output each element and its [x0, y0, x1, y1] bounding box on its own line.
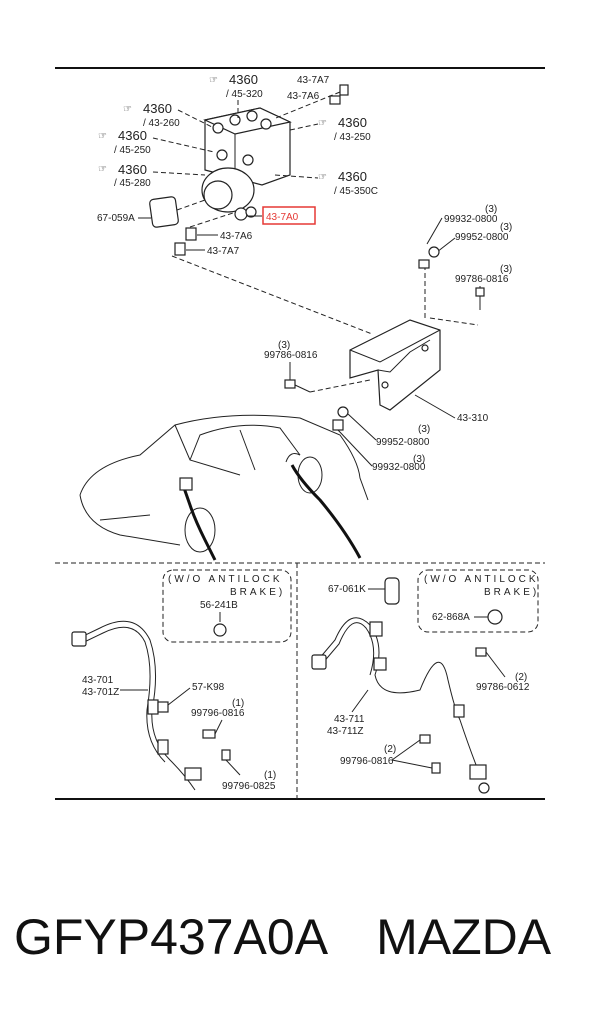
bolt-99786-left: (3) 99786-0816: [264, 340, 371, 393]
label-99932-b-q: (3): [413, 454, 425, 465]
label-99786-0612-q: (2): [515, 672, 527, 683]
label-wo-antilock-right-a: (W/O ANTILOCK: [424, 574, 539, 585]
product-caption: GFYP437A0A MAZDA: [14, 908, 594, 966]
pad-67-059a: 67-059A: [97, 196, 206, 228]
label-56-241b: 56-241B: [200, 600, 238, 611]
svg-text:☞: ☞: [318, 172, 327, 183]
hu-l3-sub: / 45-280: [114, 178, 151, 189]
svg-text:☞: ☞: [209, 75, 218, 86]
sensor-43-701: 43-701 43-701Z 57-K98 (1) 99796-0816 (1)…: [71, 620, 276, 792]
label-99932-top-q: (3): [485, 204, 497, 215]
label-99952-top: 99952-0800: [455, 232, 509, 243]
wo-antilock-box-right: (W/O ANTILOCK BRAKE) 62-868A: [417, 569, 539, 633]
label-99952-b-q: (3): [418, 424, 430, 435]
brand-name: MAZDA: [376, 909, 552, 965]
part-number: GFYP437A0A: [14, 909, 329, 965]
label-99786-l: 99786-0816: [264, 350, 318, 361]
label-99796-l-q: (1): [232, 698, 244, 709]
hu-l2-sub: / 45-250: [114, 145, 151, 156]
label-67-061k: 67-061K: [328, 584, 366, 595]
label-wo-antilock-left-a: (W/O ANTILOCK: [168, 574, 283, 585]
label-62-868a: 62-868A: [432, 612, 470, 623]
label-43-310: 43-310: [457, 413, 489, 424]
label-43-7a6: 43-7A6: [220, 231, 253, 242]
bracket-43-310: 43-310: [349, 265, 489, 424]
label-99796-l: 99796-0816: [191, 708, 245, 719]
svg-text:☞: ☞: [318, 118, 327, 129]
sensor-43-711: 43-711 43-711Z (2) 99786-0612 (2) 99796-…: [311, 617, 530, 794]
label-43-701: 43-701: [82, 675, 114, 686]
label-67-059a: 67-059A: [97, 213, 135, 224]
label-99786-r: 99786-0816: [455, 274, 509, 285]
label-43-7a6-top: 43-7A6: [287, 91, 320, 102]
label-43-7a7: 43-7A7: [207, 246, 240, 257]
hu-top-sub: / 45-320: [226, 89, 263, 100]
label-43-7a0: 43-7A0: [266, 212, 299, 223]
hu-r2-sub: / 45-350C: [334, 186, 378, 197]
wo-antilock-box-left: (W/O ANTILOCK BRAKE) 56-241B: [162, 569, 292, 643]
label-wo-antilock-right-b: BRAKE): [484, 587, 539, 598]
label-99796-0825: 99796-0825: [222, 781, 276, 792]
label-99796-0825-q: (1): [264, 770, 276, 781]
label-99796-r-q: (2): [384, 744, 396, 755]
label-43-711z: 43-711Z: [327, 726, 364, 737]
hu-r1-num: 4360: [338, 115, 367, 130]
hu-l3-num: 4360: [118, 162, 147, 177]
highlighted-part-43-7a0: 43-7A0: [246, 206, 316, 225]
highlight-box: [262, 206, 316, 225]
fitting-43-7a7-top: 43-7A7 43-7A6: [275, 75, 349, 119]
hu-l1-num: 4360: [143, 101, 172, 116]
car-outline: [79, 414, 369, 561]
hu-r1-sub: / 43-250: [334, 132, 371, 143]
label-99952-b: 99952-0800: [376, 437, 430, 448]
hydraulic-unit: [201, 107, 292, 221]
svg-text:☞: ☞: [98, 131, 107, 142]
hardware-bottom-right: (3) 99952-0800 (3) 99932-0800: [332, 406, 430, 473]
fittings-43-7a6-43-7a7: 43-7A6 43-7A7: [171, 211, 373, 335]
label-99932-top: 99932-0800: [444, 214, 498, 225]
label-99932-b: 99932-0800: [372, 462, 426, 473]
hardware-top-right: (3) 99932-0800 (3) 99952-0800 (3) 99786-…: [418, 204, 512, 310]
svg-text:☞: ☞: [98, 164, 107, 175]
hu-l1-sub: / 43-260: [143, 118, 180, 129]
label-99952-top-q: (3): [500, 222, 512, 233]
hu-r2-num: 4360: [338, 169, 367, 184]
label-43-701z: 43-701Z: [82, 687, 119, 698]
label-99796-r: 99796-0816: [340, 756, 394, 767]
hu-callouts: ☞ 4360 / 45-320 ☞ 4360 / 43-260 ☞ 4360 /…: [98, 72, 378, 197]
label-43-711: 43-711: [334, 714, 365, 725]
label-99786-r-q: (3): [500, 264, 512, 275]
label-99786-0612: 99786-0612: [476, 682, 530, 693]
label-57-k98: 57-K98: [192, 682, 225, 693]
label-43-7a7-top: 43-7A7: [297, 75, 330, 86]
pad-67-061k: 67-061K: [328, 577, 400, 605]
label-99786-l-q: (3): [278, 340, 290, 351]
hu-top-num: 4360: [229, 72, 258, 87]
hu-l2-num: 4360: [118, 128, 147, 143]
svg-text:☞: ☞: [123, 104, 132, 115]
label-wo-antilock-left-b: BRAKE): [230, 587, 285, 598]
